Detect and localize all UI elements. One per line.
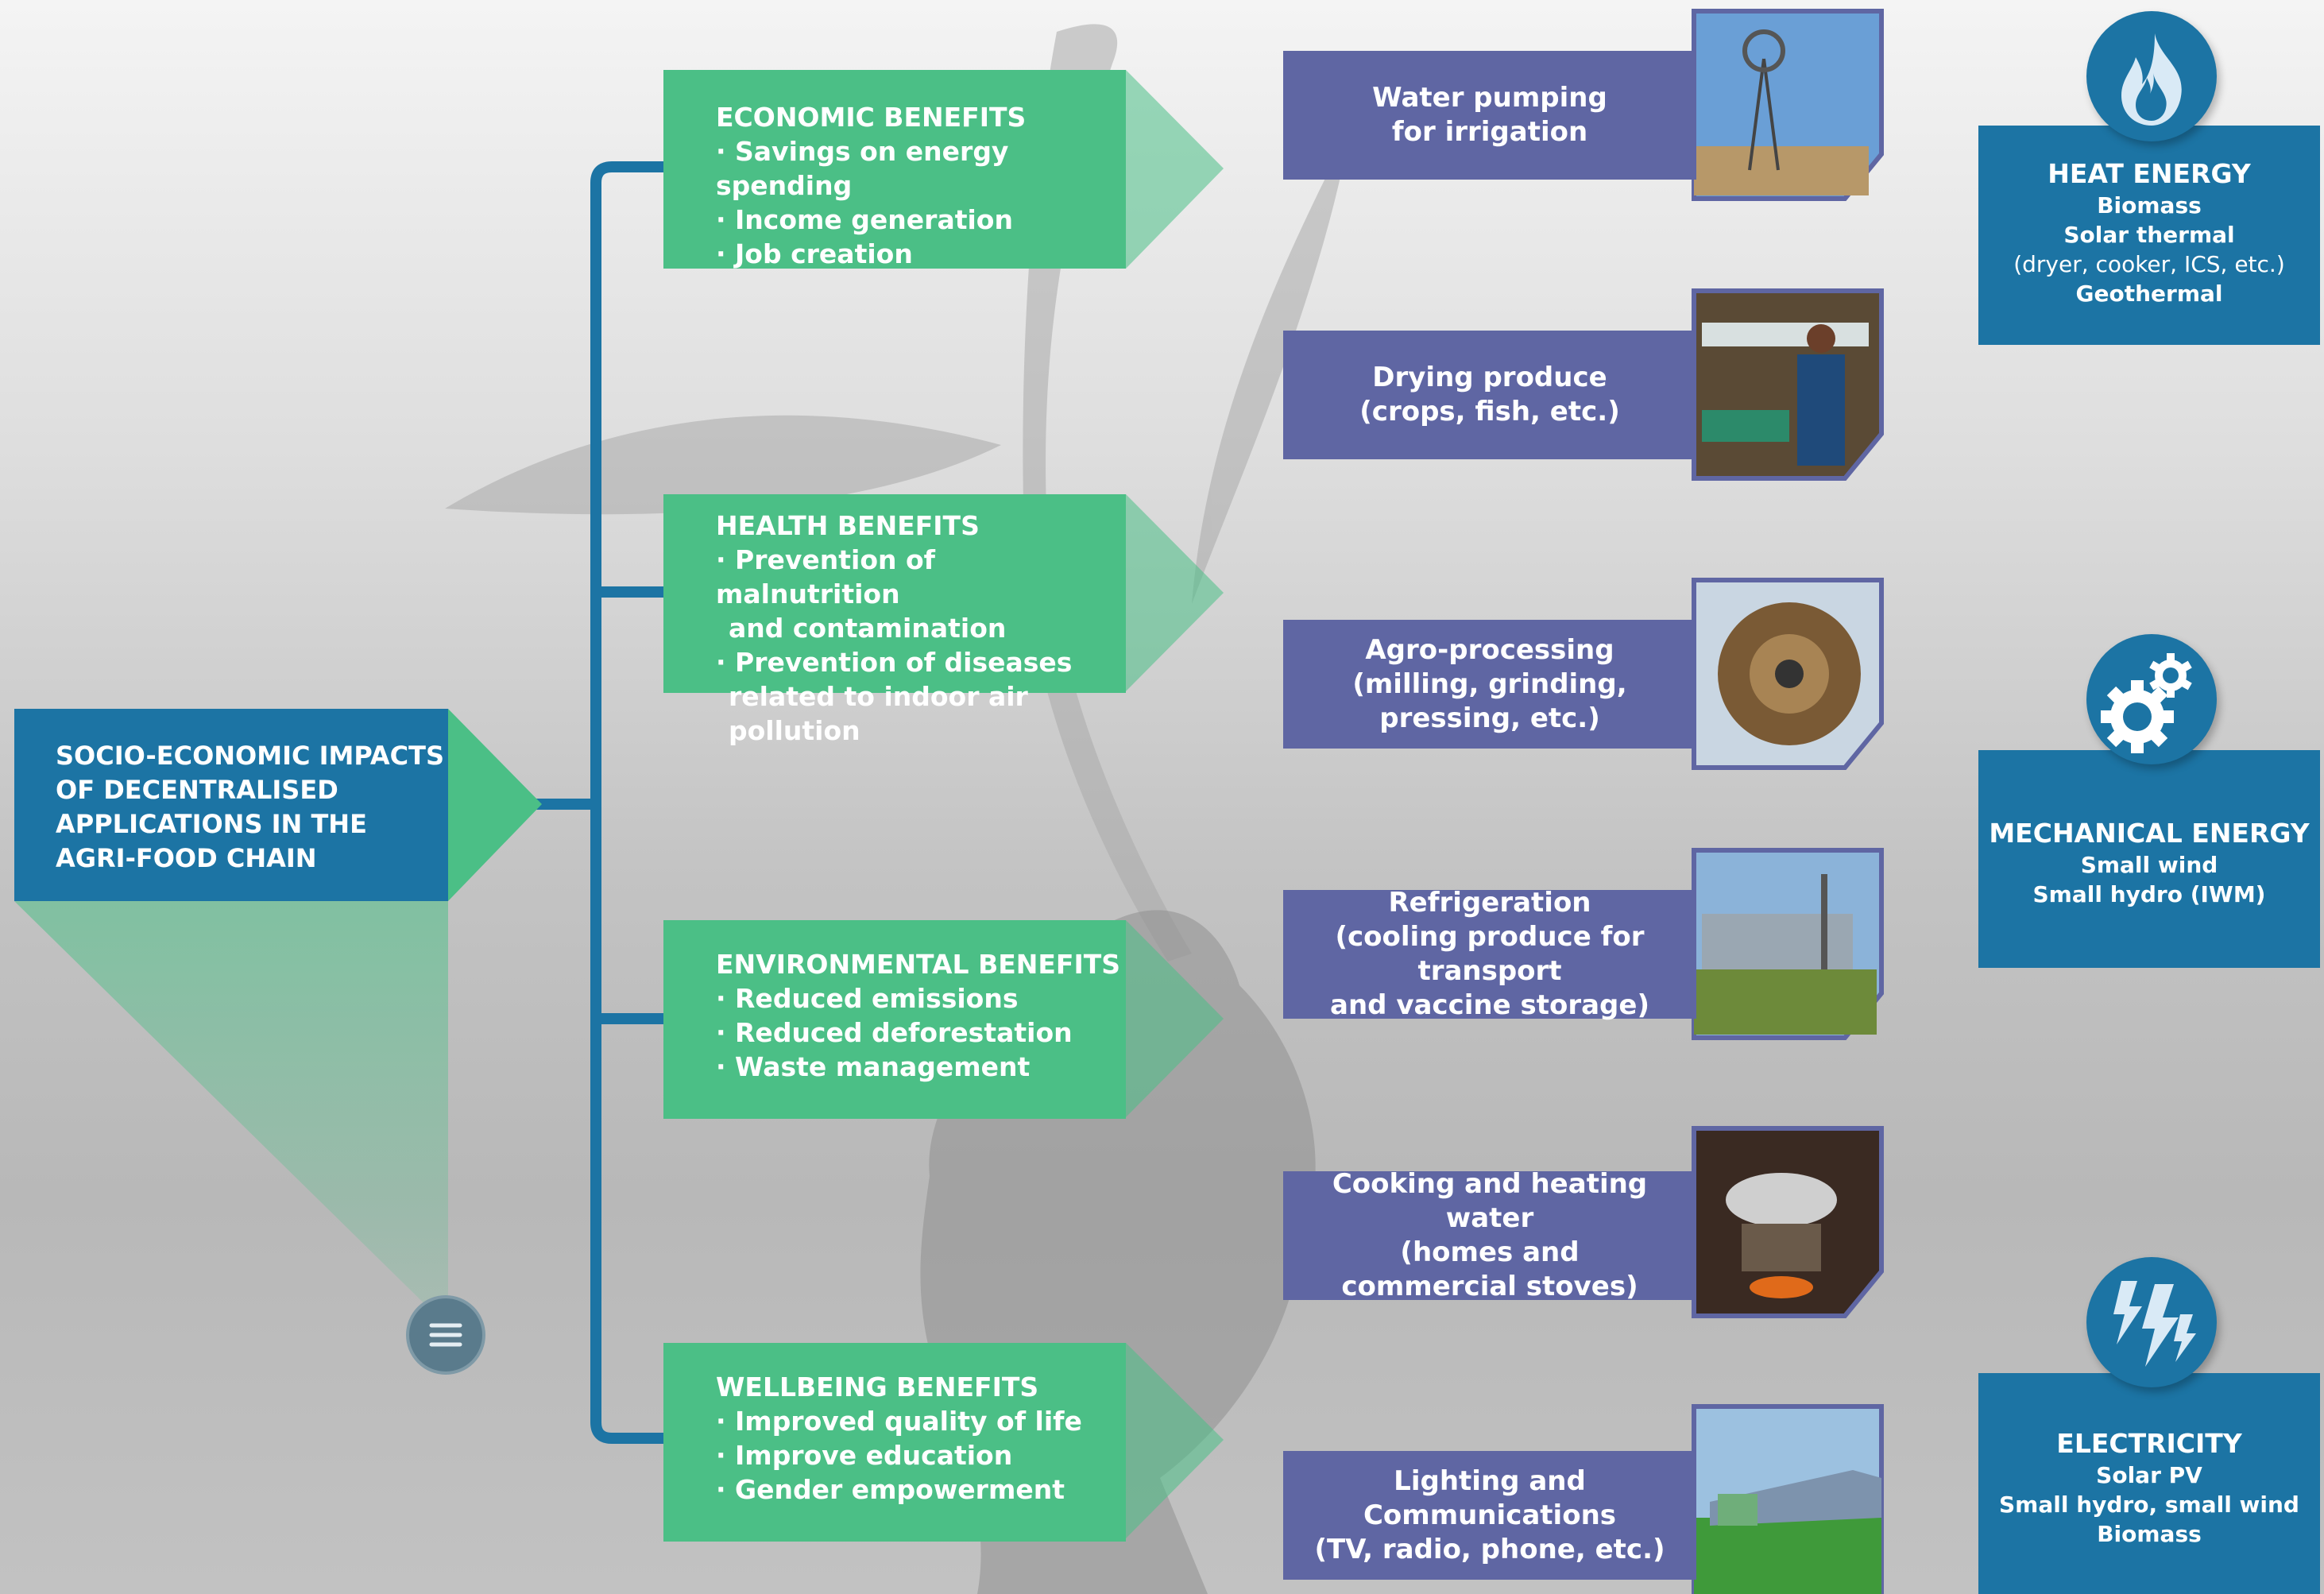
benefit-item: · Savings on energy spending bbox=[716, 136, 1009, 201]
benefit-environmental: ENVIRONMENTAL BENEFITS · Reduced emissio… bbox=[663, 920, 1126, 1119]
gear-icon bbox=[2086, 634, 2217, 764]
benefit-item: · Gender empowerment bbox=[716, 1474, 1065, 1505]
benefit-item: · Reduced emissions bbox=[716, 983, 1019, 1014]
connector-lines bbox=[532, 161, 663, 1444]
hamburger-icon bbox=[429, 1323, 462, 1347]
benefit-item: and contamination bbox=[729, 613, 1007, 644]
benefit-arrows bbox=[1126, 70, 1224, 1538]
main-title-box: SOCIO-ECONOMIC IMPACTS OF DECENTRALISED … bbox=[14, 709, 448, 901]
cone-shape bbox=[14, 901, 448, 1327]
lightning-icon bbox=[2086, 1257, 2217, 1387]
energy-mechanical: MECHANICAL ENERGY Small wind Small hydro… bbox=[1978, 750, 2320, 968]
benefit-title: ECONOMIC BENEFITS bbox=[716, 102, 1027, 133]
benefit-item: related to indoor air pollution bbox=[729, 681, 1028, 746]
benefit-item: · Waste management bbox=[716, 1051, 1031, 1082]
benefit-item: · Improve education bbox=[716, 1440, 1013, 1471]
energy-heat: HEAT ENERGY Biomass Solar thermal (dryer… bbox=[1978, 126, 2320, 345]
main-title: SOCIO-ECONOMIC IMPACTS OF DECENTRALISED … bbox=[56, 741, 445, 873]
benefit-health: HEALTH BENEFITS · Prevention of malnutri… bbox=[663, 494, 1126, 746]
application-cooking: Cooking and heating water (homes and com… bbox=[1283, 1168, 1696, 1302]
photos bbox=[1692, 9, 1884, 1594]
main-box-arrow bbox=[448, 709, 542, 901]
benefit-item: · Improved quality of life bbox=[716, 1406, 1082, 1437]
benefit-economic: ECONOMIC BENEFITS · Savings on energy sp… bbox=[663, 70, 1126, 269]
application-agro-processing: Agro-processing (milling, grinding, pres… bbox=[1283, 620, 1696, 749]
energy-title: ELECTRICITY bbox=[2056, 1428, 2242, 1459]
benefit-title: HEALTH BENEFITS bbox=[716, 510, 980, 541]
application-lighting: Lighting and Communications (TV, radio, … bbox=[1283, 1451, 1696, 1580]
application-drying: Drying produce (crops, fish, etc.) bbox=[1283, 331, 1696, 459]
benefit-item: · Prevention of malnutrition bbox=[716, 544, 936, 609]
benefit-item: · Income generation bbox=[716, 204, 1013, 235]
plant-silhouette bbox=[445, 24, 1351, 962]
application-water-pumping: Water pumping for irrigation bbox=[1283, 51, 1696, 180]
benefit-item: · Reduced deforestation bbox=[716, 1017, 1073, 1048]
benefit-title: WELLBEING BENEFITS bbox=[716, 1372, 1039, 1402]
benefit-title: ENVIRONMENTAL BENEFITS bbox=[716, 949, 1121, 980]
flame-icon bbox=[2086, 11, 2217, 141]
application-refrigeration: Refrigeration (cooling produce for trans… bbox=[1283, 887, 1696, 1021]
menu-button[interactable] bbox=[406, 1295, 485, 1375]
energy-title: HEAT ENERGY bbox=[2048, 158, 2251, 189]
benefit-item: · Job creation bbox=[716, 238, 913, 269]
benefit-wellbeing: WELLBEING BENEFITS · Improved quality of… bbox=[663, 1343, 1126, 1542]
energy-title: MECHANICAL ENERGY bbox=[1989, 818, 2310, 849]
benefit-item: · Prevention of diseases bbox=[716, 647, 1073, 678]
energy-electricity: ELECTRICITY Solar PV Small hydro, small … bbox=[1978, 1373, 2320, 1594]
